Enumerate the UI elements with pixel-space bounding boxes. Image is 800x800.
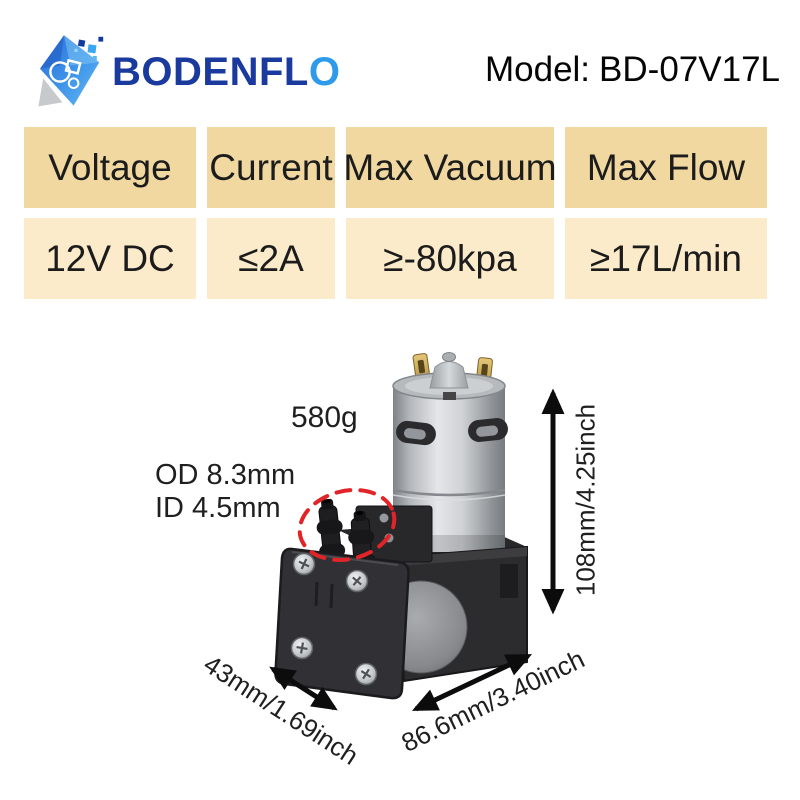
pump-illustration [269,352,565,712]
port-highlight-ellipse [297,488,397,562]
pump-head [274,547,410,700]
depth-dimension-arrow [411,653,533,712]
brand-wordmark: BODENFLO [112,52,340,92]
model-value: BD-07V17L [599,50,780,89]
model-number: Model:BD-07V17L [485,50,780,90]
height-dimension-label: 108mm/4.25inch [570,403,601,597]
weight-label: 580g [291,401,358,434]
spec-value-max-vacuum: ≥-80kpa [346,218,554,299]
outer-diameter-label: OD 8.3mm [155,459,296,491]
spec-value-max-flow: ≥17L/min [565,218,767,299]
spec-header-current: Current [207,127,335,208]
head-screws [290,552,378,686]
model-label: Model: [484,50,591,89]
spec-header-max-flow: Max Flow [565,127,767,208]
spec-header-voltage: Voltage [24,127,196,208]
bodenflo-logo-icon [38,35,104,107]
spec-value-current: ≤2A [207,218,335,299]
inner-diameter-label: ID 4.5mm [155,492,281,524]
bodenflo-logo: BODENFLO [32,28,340,116]
spec-table: Voltage Current Max Vacuum Max Flow 12V … [24,127,767,299]
spec-header-max-vacuum: Max Vacuum [343,127,557,208]
motor-cap [429,361,469,389]
width-dimension-arrow [269,666,338,711]
brand-wordmark-main: BODENFL [112,50,309,94]
dc-motor [392,352,508,552]
brand-wordmark-accent-o: O [308,50,341,94]
spec-value-voltage: 12V DC [24,218,196,299]
